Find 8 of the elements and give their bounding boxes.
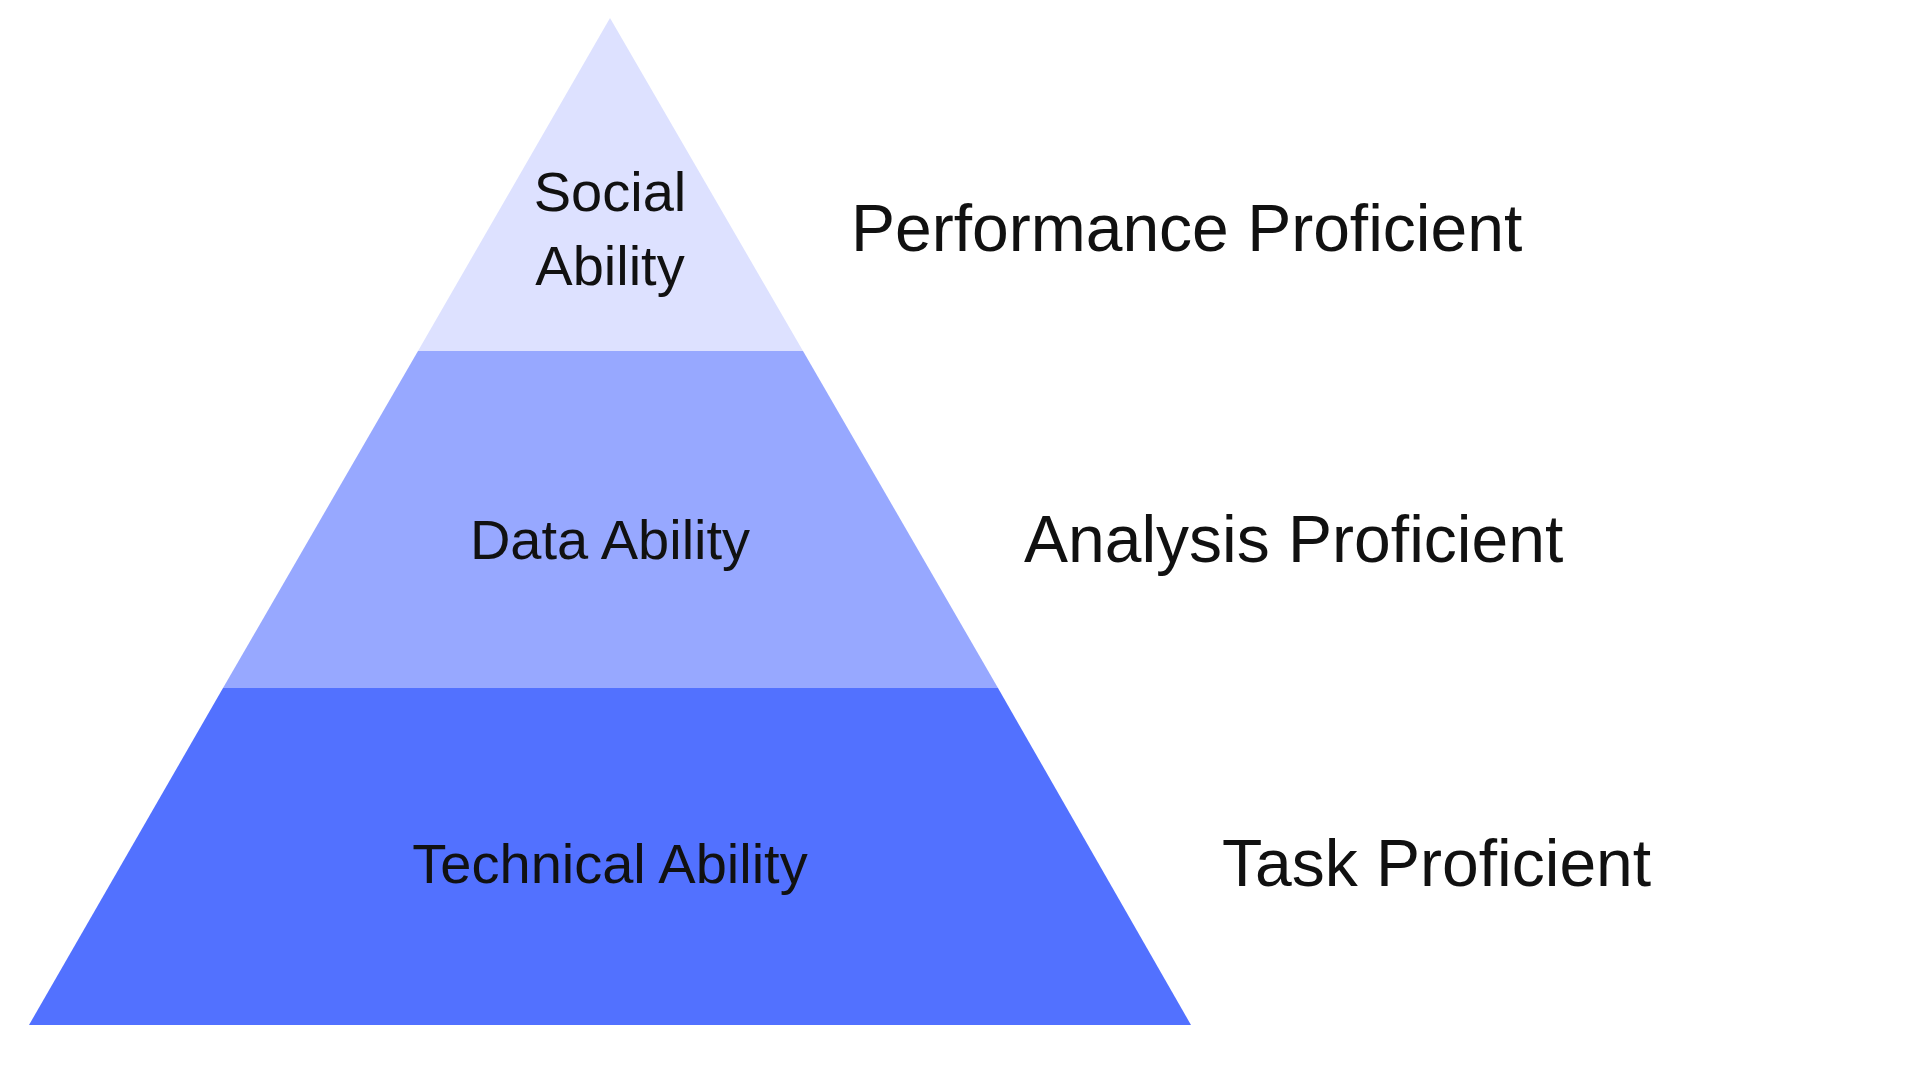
tier-label: Data Ability [469,506,751,573]
level-label: Task Proficient [1222,825,1652,903]
tier-label: Technical Ability [412,830,808,897]
level-label: Performance Proficient [851,190,1523,268]
tier-label: Social Ability [532,158,688,299]
level-label: Analysis Proficient [1024,501,1564,579]
pyramid-tier [223,351,998,688]
pyramid-tier [29,688,1191,1025]
